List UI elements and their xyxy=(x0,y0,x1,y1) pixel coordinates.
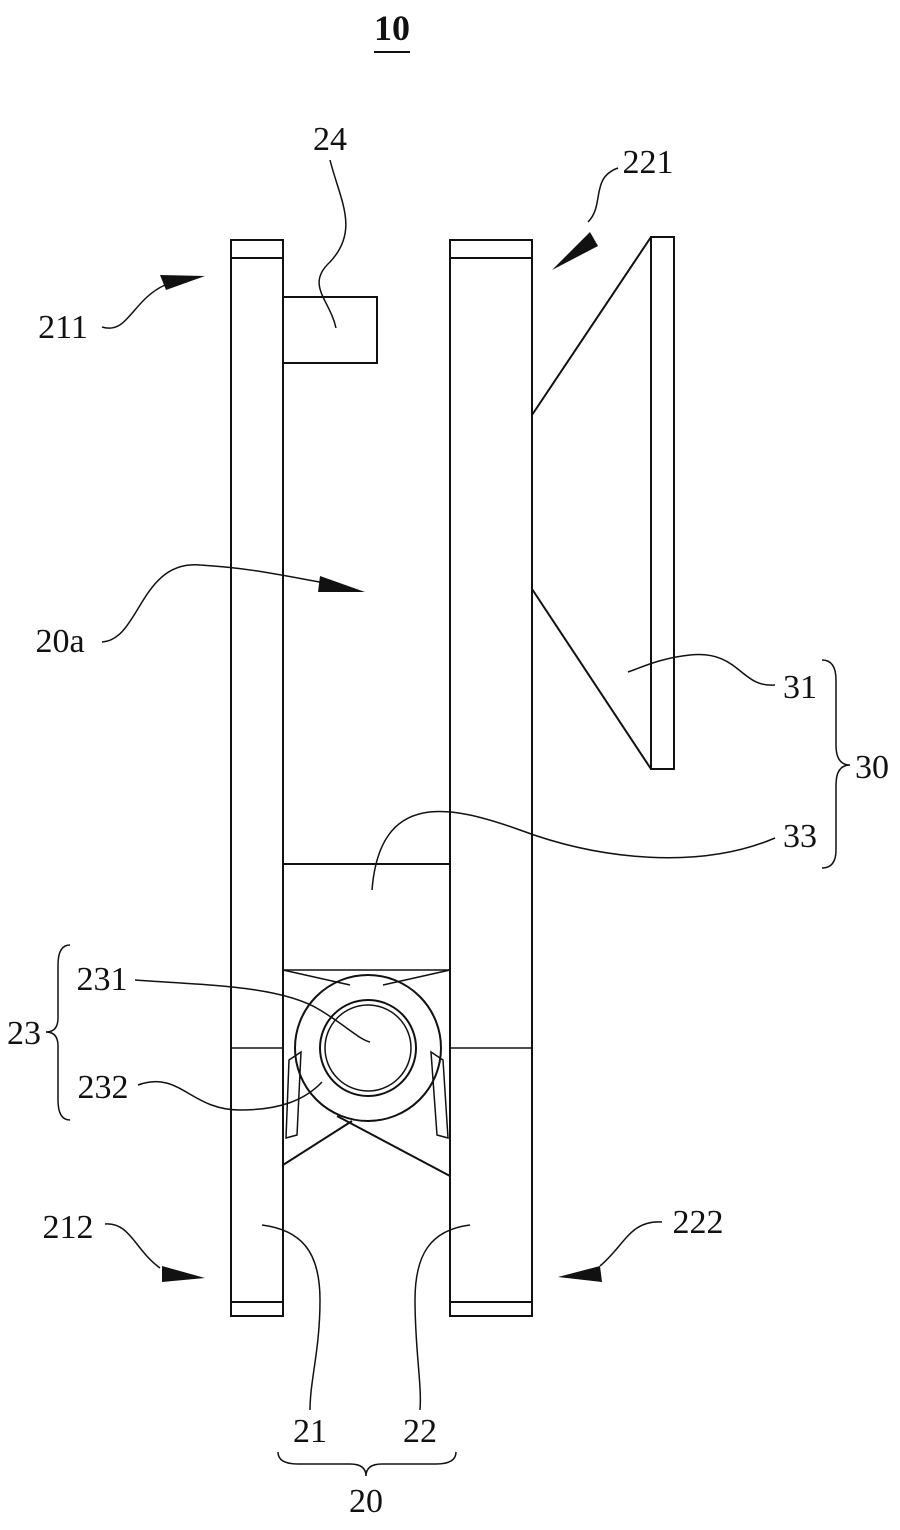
label-33: 33 xyxy=(783,818,817,855)
leader-21 xyxy=(261,1224,321,1411)
leader-211 xyxy=(101,284,166,329)
label-232: 232 xyxy=(78,1069,129,1106)
brace-30 xyxy=(821,659,851,869)
label-20a: 20a xyxy=(35,623,84,660)
arrow-221 xyxy=(552,232,598,270)
label-231: 231 xyxy=(77,961,128,998)
leader-231 xyxy=(134,979,371,1043)
leader-22 xyxy=(414,1224,471,1411)
component-33 xyxy=(283,863,450,971)
label-212: 212 xyxy=(43,1209,94,1246)
leader-31 xyxy=(627,653,776,686)
leader-222 xyxy=(599,1221,663,1267)
arrow-20a xyxy=(318,576,365,592)
label-22: 22 xyxy=(403,1413,437,1450)
leader-24 xyxy=(318,159,347,329)
label-31: 31 xyxy=(783,669,817,706)
leader-232 xyxy=(137,1080,323,1111)
figure-title: 10 xyxy=(374,8,410,48)
outer-ring-232 xyxy=(294,974,442,1122)
inner-roller-231 xyxy=(319,999,417,1097)
leader-20a xyxy=(101,564,326,643)
leader-33 xyxy=(371,810,776,891)
label-211: 211 xyxy=(38,309,88,346)
label-23: 23 xyxy=(7,1015,41,1052)
block-24 xyxy=(282,296,378,364)
label-222: 222 xyxy=(673,1204,724,1241)
leader-212 xyxy=(104,1223,161,1269)
left-plate-21 xyxy=(230,239,284,1317)
brace-20 xyxy=(277,1451,457,1477)
roller-assembly-23 xyxy=(282,969,451,1177)
label-21: 21 xyxy=(293,1413,327,1450)
arrow-212 xyxy=(162,1266,205,1282)
label-24: 24 xyxy=(313,121,347,158)
arrow-222 xyxy=(558,1266,602,1282)
label-221: 221 xyxy=(623,144,674,181)
brace-23 xyxy=(45,944,71,1121)
label-30: 30 xyxy=(855,749,889,786)
label-20: 20 xyxy=(349,1483,383,1520)
arrow-211 xyxy=(160,275,205,290)
component-31 xyxy=(531,236,675,770)
leader-221 xyxy=(587,167,619,223)
right-plate-22 xyxy=(449,239,533,1317)
